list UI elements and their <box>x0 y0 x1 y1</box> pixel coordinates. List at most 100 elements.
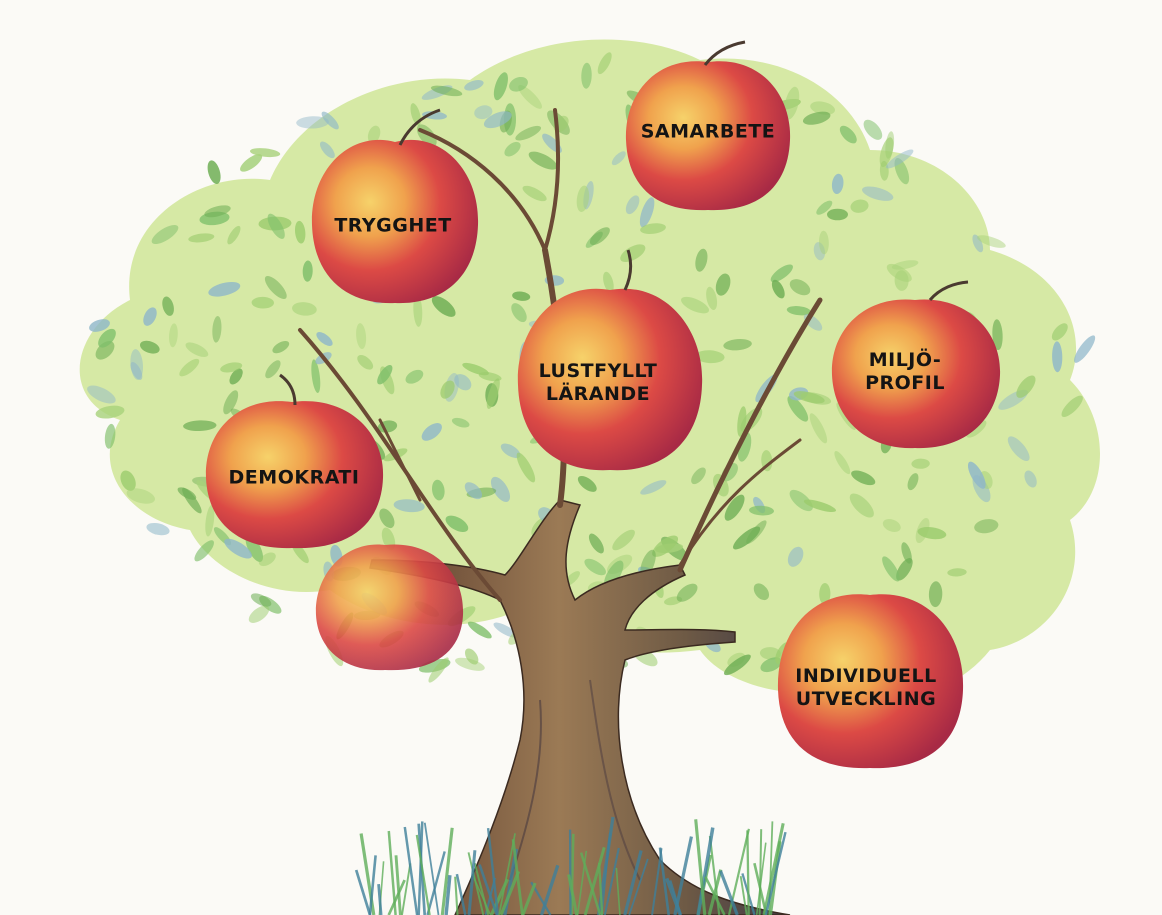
leaf <box>849 493 874 518</box>
leaf <box>787 546 804 567</box>
leaf <box>356 323 367 350</box>
apple-individuell-utveckling <box>777 594 964 769</box>
leaf <box>169 323 178 348</box>
grass-blade <box>354 869 372 915</box>
grass-blade <box>521 882 537 915</box>
leaf <box>428 657 449 683</box>
leaf <box>454 374 472 391</box>
leaf <box>612 529 635 551</box>
grass-blade <box>694 819 707 915</box>
leaf <box>143 307 157 326</box>
leaf <box>789 279 811 296</box>
leaf <box>379 508 395 529</box>
grass-blade <box>368 855 377 915</box>
leaf <box>139 340 160 354</box>
grass-blade <box>727 828 750 915</box>
leaf <box>267 213 285 239</box>
leaf <box>1007 436 1030 462</box>
leaf <box>967 461 986 489</box>
leaf <box>130 362 143 380</box>
grass <box>354 816 787 915</box>
leaf <box>818 230 829 255</box>
grass-blade <box>478 864 499 915</box>
leaf <box>770 264 793 283</box>
leaf <box>896 558 913 581</box>
leaf <box>493 622 518 638</box>
leaf <box>462 362 489 376</box>
leaf <box>831 173 844 195</box>
leaf <box>89 319 110 332</box>
leaf <box>640 480 667 495</box>
apple-demokrati <box>205 373 384 549</box>
leaf <box>258 552 276 567</box>
leaf <box>851 470 876 486</box>
leaf <box>483 111 512 129</box>
leaf <box>509 76 528 92</box>
grass-blade <box>603 847 620 915</box>
leaf <box>901 542 912 564</box>
grass-blade <box>486 827 500 915</box>
grass-blade <box>359 833 376 915</box>
leaf <box>787 395 809 422</box>
leaf <box>576 185 590 212</box>
leaf <box>151 224 179 245</box>
leaf <box>809 413 828 444</box>
leaf <box>695 248 708 272</box>
leaf <box>493 72 508 101</box>
leaf <box>162 296 174 316</box>
leaf <box>724 494 745 521</box>
grass-blade <box>764 831 787 915</box>
apples <box>205 40 1001 769</box>
leaf <box>194 540 214 562</box>
leaf <box>464 80 484 91</box>
leaf <box>894 157 910 185</box>
grass-blade <box>762 822 785 915</box>
leaf <box>652 535 679 557</box>
leaf <box>992 319 1003 351</box>
leaf <box>126 488 155 504</box>
leaf <box>737 406 747 437</box>
leaf <box>1052 341 1063 373</box>
leaf <box>879 160 889 181</box>
grass-blade <box>623 850 643 915</box>
leaf <box>810 101 835 115</box>
leaf <box>321 111 339 130</box>
leaf <box>205 505 215 537</box>
leaf <box>1051 323 1068 341</box>
leaf <box>863 119 883 140</box>
leaf <box>220 362 243 373</box>
leaf <box>504 141 521 157</box>
leaf <box>430 85 463 97</box>
grass-blade <box>415 834 431 915</box>
grass-blade <box>473 862 490 915</box>
leaf <box>879 137 894 168</box>
grass-blade <box>768 821 774 915</box>
leaf <box>227 225 241 245</box>
leaf <box>229 368 243 385</box>
leaf <box>183 420 217 432</box>
leaf <box>977 235 1006 248</box>
leaf <box>885 131 895 159</box>
leaf <box>749 505 774 516</box>
leaf <box>974 519 999 534</box>
grass-blade <box>401 863 412 915</box>
leaf <box>589 227 610 246</box>
leaf <box>490 476 511 502</box>
leaf <box>207 160 221 185</box>
leaf <box>625 195 640 215</box>
leaf <box>120 470 136 491</box>
leaf <box>302 260 313 282</box>
leaf <box>813 242 826 261</box>
leaf <box>753 583 770 601</box>
leaf <box>706 286 718 310</box>
leaf <box>695 350 725 364</box>
leaf <box>839 125 857 144</box>
apple-miljoprofil <box>831 280 1001 449</box>
leaf <box>357 354 374 370</box>
leaf <box>907 473 919 491</box>
apple-lustfyllt-larande <box>517 249 703 471</box>
leaf <box>516 452 536 483</box>
grass-blade <box>498 833 516 915</box>
grass-blade <box>440 827 454 915</box>
leaf <box>515 125 542 141</box>
